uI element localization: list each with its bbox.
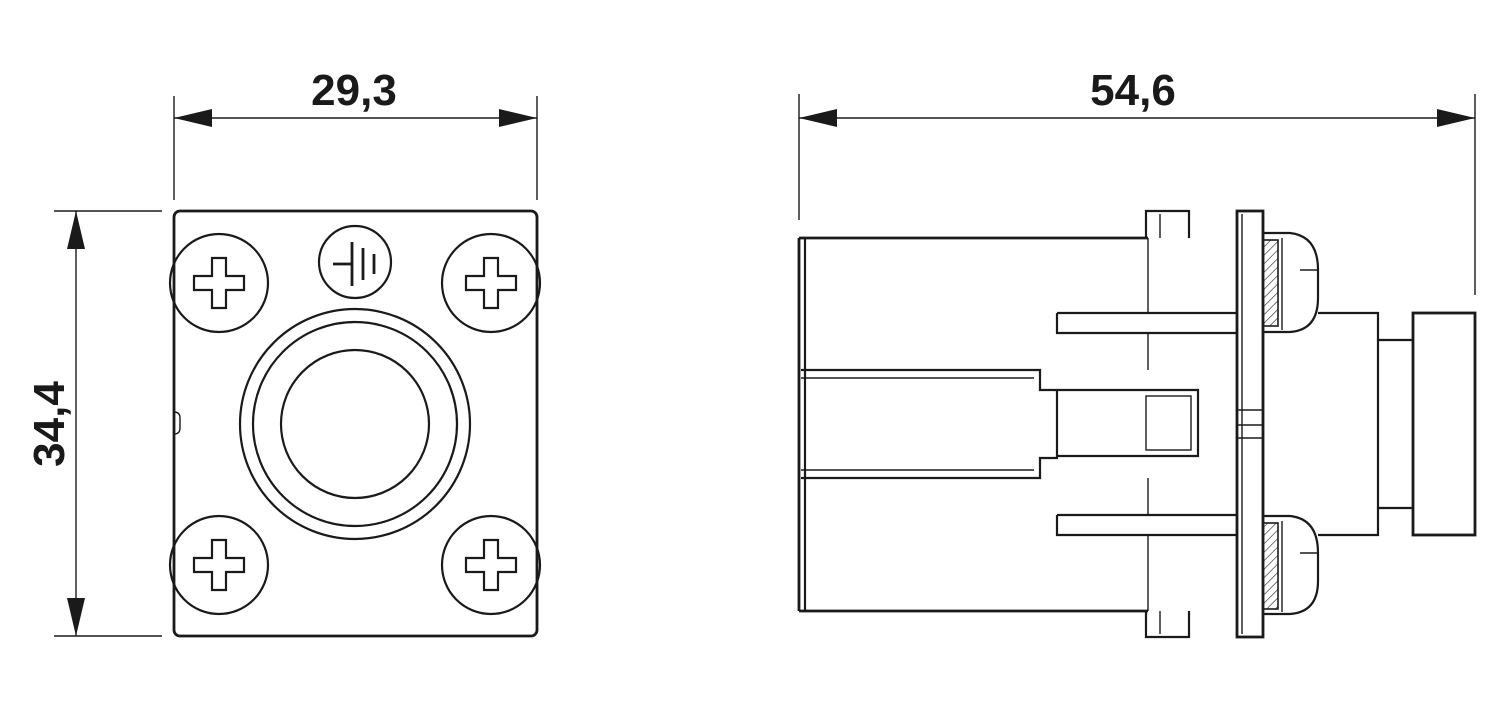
side-screw-top	[1261, 231, 1320, 334]
width-dimension-label: 29,3	[311, 66, 397, 115]
length-dimension-label: 54,6	[1090, 66, 1176, 115]
width-dimension: 29,3	[173, 66, 538, 200]
screw-bottom-right	[440, 514, 542, 616]
front-body-plate	[172, 209, 539, 638]
side-nub	[173, 411, 181, 435]
front-view: 29,3 34,4	[25, 66, 542, 638]
center-contact	[238, 307, 472, 541]
screw-top-right	[440, 232, 542, 334]
side-housing	[797, 236, 1237, 613]
side-screw-bottom	[1261, 514, 1320, 616]
screw-top-left	[168, 232, 270, 334]
latch-tabs	[1144, 209, 1191, 639]
height-dimension: 34,4	[25, 210, 162, 637]
rear-connector	[1318, 311, 1477, 537]
length-dimension: 54,6	[798, 66, 1476, 295]
screw-bottom-left	[168, 514, 270, 616]
height-dimension-label: 34,4	[25, 381, 74, 467]
side-view: 54,6	[797, 66, 1477, 639]
ground-icon	[317, 224, 393, 300]
side-flange	[1235, 209, 1265, 639]
